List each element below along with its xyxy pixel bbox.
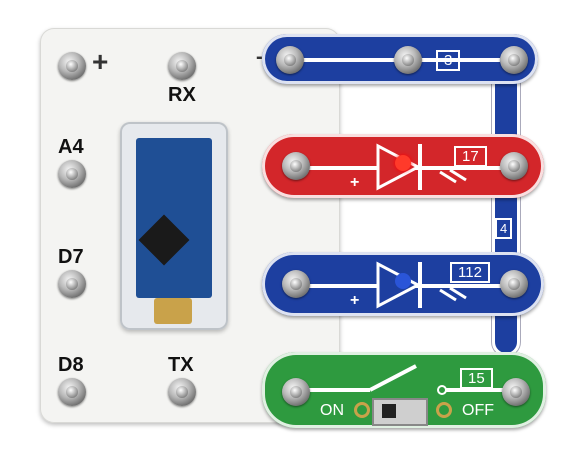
red-led-plus: + xyxy=(350,174,360,191)
arduino-nano-module xyxy=(120,122,228,330)
wire-3-number: 3 xyxy=(436,50,461,71)
snap-plus[interactable] xyxy=(58,52,86,80)
snap-blue-right[interactable] xyxy=(500,270,528,298)
nano-pcb xyxy=(136,138,212,298)
snap-wire3-right[interactable] xyxy=(500,46,528,74)
snap-red-left[interactable] xyxy=(282,152,310,180)
red-led-number: 17 xyxy=(454,146,487,167)
snap-switch-left[interactable] xyxy=(282,378,310,406)
d8-label: D8 xyxy=(58,354,84,376)
blue-led-plus: + xyxy=(350,292,360,309)
switch-lever-symbol xyxy=(368,360,448,401)
rx-label: RX xyxy=(168,84,196,106)
d7-label: D7 xyxy=(58,246,84,268)
snap-wire3-mid[interactable] xyxy=(394,46,422,74)
switch-track-left xyxy=(300,388,370,392)
snap-d7[interactable] xyxy=(58,270,86,298)
slide-switch[interactable] xyxy=(372,398,428,426)
snap-tx[interactable] xyxy=(168,378,196,406)
switch-off-label: OFF xyxy=(462,402,494,419)
switch-number: 15 xyxy=(460,368,493,389)
wire-4-number: 4 xyxy=(495,218,513,239)
red-led-bulb xyxy=(395,155,411,171)
snap-a4[interactable] xyxy=(58,160,86,188)
switch-on-label: ON xyxy=(320,402,344,419)
snap-rx[interactable] xyxy=(168,52,196,80)
slide-switch-knob[interactable] xyxy=(382,404,396,418)
snap-wire3-left[interactable] xyxy=(276,46,304,74)
blue-led-number: 112 xyxy=(450,262,490,283)
switch-contact-left xyxy=(354,402,370,418)
minus-label: - xyxy=(256,46,263,68)
blue-led-bulb xyxy=(395,273,411,289)
switch-track-right xyxy=(446,388,510,392)
switch-contact-right xyxy=(436,402,452,418)
usb-connector xyxy=(154,298,192,324)
a4-label: A4 xyxy=(58,136,84,158)
tx-label: TX xyxy=(168,354,194,376)
snap-red-right[interactable] xyxy=(500,152,528,180)
snap-switch-right[interactable] xyxy=(502,378,530,406)
snap-d8[interactable] xyxy=(58,378,86,406)
snap-blue-left[interactable] xyxy=(282,270,310,298)
plus-label: + xyxy=(92,46,109,77)
